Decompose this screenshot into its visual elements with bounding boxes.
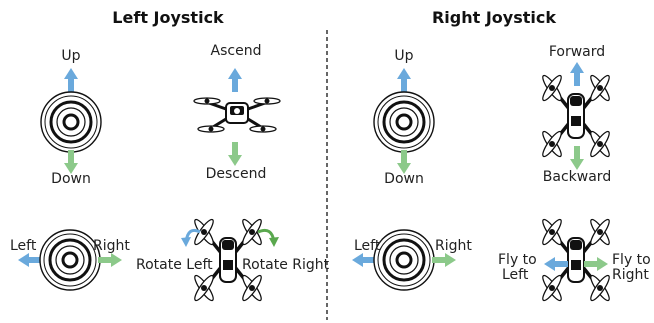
left-stick-up-label: Up xyxy=(61,48,81,64)
left-joystick-title: Left Joystick xyxy=(112,8,224,27)
up-arrow-icon xyxy=(397,68,411,92)
forward-label: Forward xyxy=(548,44,606,60)
right-arrow-icon xyxy=(584,257,608,271)
joystick-icon xyxy=(39,90,103,154)
left-stick-right-label: Right xyxy=(93,238,130,254)
right-joystick-title: Right Joystick xyxy=(431,8,557,27)
fly-right-label-line2: Right xyxy=(612,267,649,283)
right-stick-left-label: Left xyxy=(354,238,381,254)
backward-label: Backward xyxy=(542,169,612,185)
up-arrow-icon xyxy=(570,62,584,86)
down-arrow-icon xyxy=(228,142,242,166)
right-stick-down-label: Down xyxy=(384,171,424,187)
drone-forward-backward xyxy=(540,62,612,170)
right-arrow-icon xyxy=(98,253,122,267)
drone-rotate xyxy=(181,217,279,302)
rotate-left-label: Rotate Left xyxy=(136,257,213,273)
rotate-right-label: Rotate Right xyxy=(242,257,330,273)
right-stick-right-label: Right xyxy=(435,238,472,254)
left-arrow-icon xyxy=(18,253,42,267)
joystick-icon xyxy=(38,228,102,292)
left-arrow-icon xyxy=(544,257,568,271)
left-arrow-icon xyxy=(352,253,376,267)
left-stick-up-down xyxy=(39,68,103,174)
up-arrow-icon xyxy=(64,68,78,92)
up-arrow-icon xyxy=(228,68,242,92)
joystick-icon xyxy=(372,90,436,154)
right-arrow-icon xyxy=(432,253,456,267)
descend-label: Descend xyxy=(205,166,267,182)
drone-ascend-descend xyxy=(194,68,280,166)
ascend-label: Ascend xyxy=(210,43,262,59)
drone-top-icon xyxy=(540,73,612,158)
fly-left-label-line1: Fly to xyxy=(498,252,537,268)
left-stick-down-label: Down xyxy=(51,171,91,187)
right-stick-up-label: Up xyxy=(394,48,414,64)
drone-fly-sideways xyxy=(540,217,612,302)
right-stick-up-down xyxy=(372,68,436,174)
joystick-icon xyxy=(372,228,436,292)
fly-right-label-line1: Fly to xyxy=(612,252,651,268)
left-stick-left-label: Left xyxy=(10,238,37,254)
fly-left-label-line2: Left xyxy=(502,267,529,283)
down-arrow-icon xyxy=(570,146,584,170)
drone-front-icon xyxy=(194,98,280,132)
